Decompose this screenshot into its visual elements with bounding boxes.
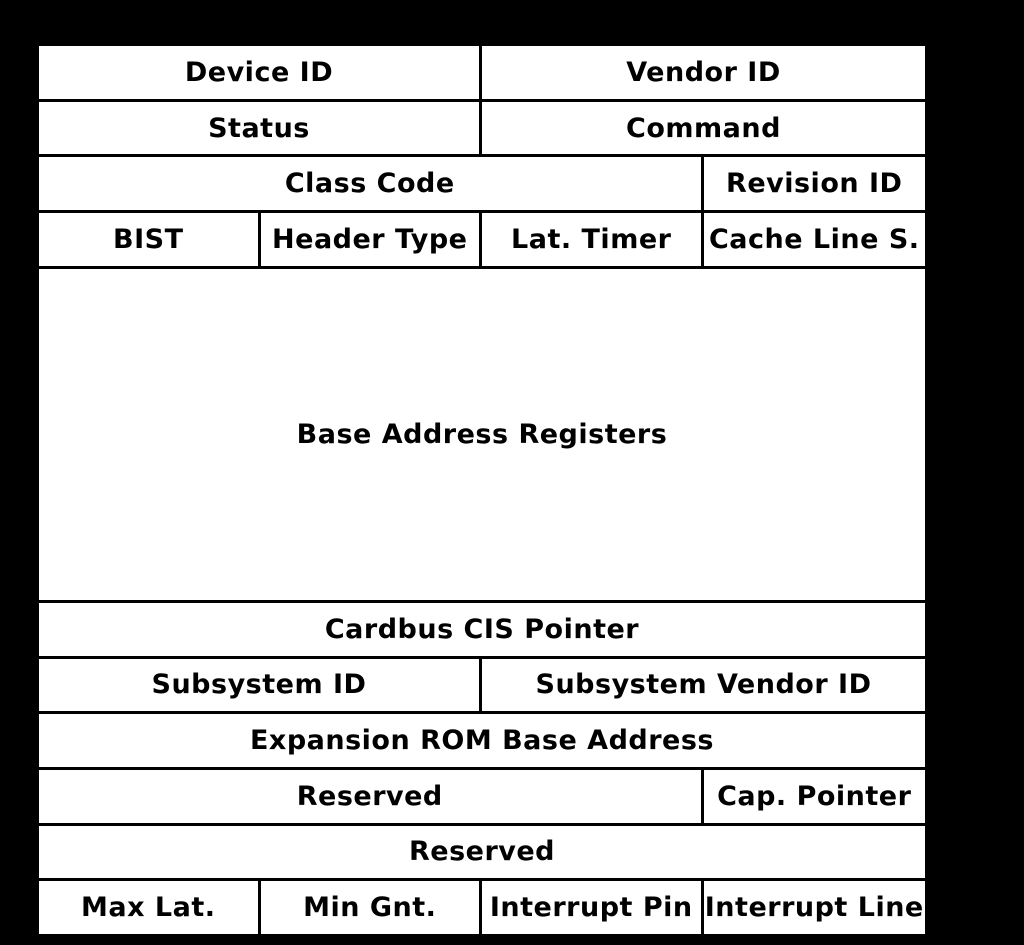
table-row: Base Address Registers <box>39 269 925 603</box>
table-row: Reserved <box>39 826 925 882</box>
cell-status: Status <box>39 101 482 155</box>
cell-cap-pointer: Cap. Pointer <box>717 780 912 812</box>
cell-cardbus-cis-pointer: Cardbus CIS Pointer <box>324 613 640 645</box>
table-row: Device ID Vendor ID <box>39 46 925 102</box>
cell-base-address-registers: Base Address Registers <box>296 418 668 450</box>
cell-max-lat: Max Lat. <box>39 881 261 935</box>
cell-bist: BIST <box>39 213 261 266</box>
cell-subsystem-id: Subsystem ID <box>39 658 482 712</box>
cell-interrupt-line: Interrupt Line <box>704 892 924 924</box>
cell-header-type: Header Type <box>261 213 482 266</box>
cell-reserved: Reserved <box>39 769 704 823</box>
table-row: Subsystem ID Subsystem Vendor ID <box>39 658 925 715</box>
table-row: Cardbus CIS Pointer <box>39 603 925 659</box>
cell-interrupt-pin: Interrupt Pin <box>482 881 704 935</box>
cell-cache-line-s: Cache Line S. <box>708 223 920 255</box>
cell-subsystem-vendor-id: Subsystem Vendor ID <box>535 669 872 701</box>
cell-reserved: Reserved <box>408 836 556 868</box>
table-row: Expansion ROM Base Address <box>39 714 925 770</box>
cell-min-gnt: Min Gnt. <box>261 881 482 935</box>
cell-expansion-rom-base-address: Expansion ROM Base Address <box>249 725 715 757</box>
table-row: Status Command <box>39 101 925 158</box>
table-row: Reserved Cap. Pointer <box>39 769 925 826</box>
cell-vendor-id: Vendor ID <box>626 56 781 88</box>
cell-class-code: Class Code <box>39 157 704 211</box>
cell-command: Command <box>626 112 781 144</box>
cell-revision-id: Revision ID <box>726 168 903 200</box>
cell-lat-timer: Lat. Timer <box>482 213 704 266</box>
table-row: Class Code Revision ID <box>39 157 925 214</box>
cell-device-id: Device ID <box>39 46 482 99</box>
